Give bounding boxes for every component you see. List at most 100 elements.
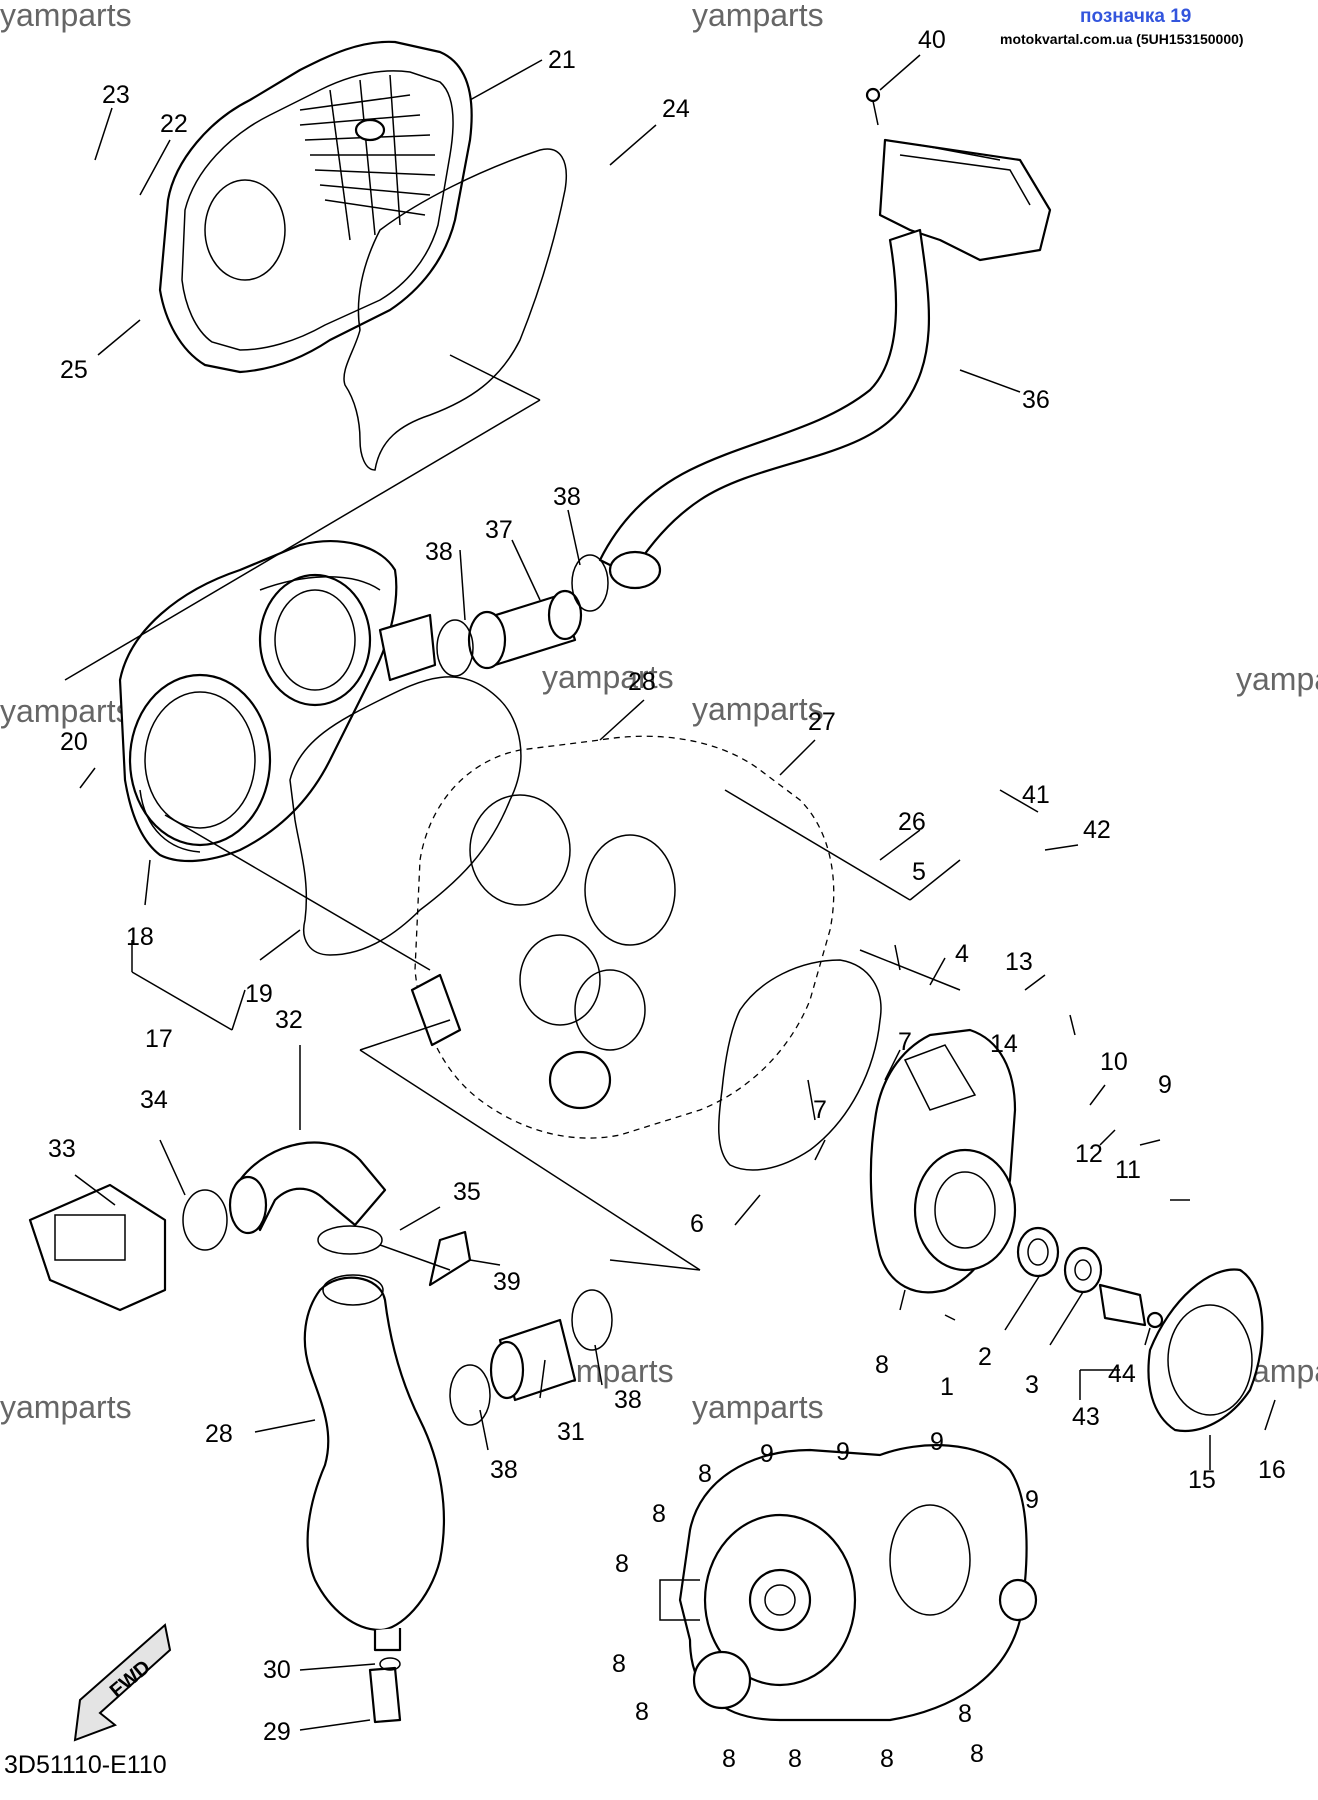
callout-11: 11 [1115, 1156, 1141, 1184]
watermark: yamparts [0, 0, 132, 33]
callout-23: 23 [102, 81, 130, 109]
callout-6: 6 [690, 1210, 704, 1238]
callout-17: 17 [145, 1025, 173, 1053]
callout-8: 8 [875, 1351, 889, 1379]
callout-5: 5 [912, 858, 926, 886]
fwd-arrow: FWD [73, 1623, 172, 1742]
duct-28 [303, 1276, 445, 1632]
clamp [571, 1289, 613, 1351]
callout-8: 8 [958, 1700, 972, 1728]
callout-8: 8 [615, 1550, 629, 1578]
callout-36: 36 [1022, 386, 1050, 414]
callout-2: 2 [978, 1343, 992, 1371]
clamp [182, 1189, 228, 1251]
hose-32 [238, 1141, 387, 1232]
watermark: yamparts [0, 1389, 132, 1425]
callout-9: 9 [1025, 1486, 1039, 1514]
callout-21: 21 [548, 46, 576, 74]
watermark: yamparts [0, 693, 132, 729]
callout-7: 7 [813, 1096, 827, 1124]
oil-seal [1016, 1226, 1060, 1278]
callout-numbers: 21 24 23 22 25 40 36 38 38 37 28 27 26 4… [48, 26, 1286, 1773]
callout-8: 8 [970, 1740, 984, 1768]
callout-13: 13 [1005, 948, 1033, 976]
callout-32: 32 [275, 1006, 303, 1034]
callout-42: 42 [1083, 816, 1111, 844]
leader-lines [74, 54, 1276, 1731]
callout-8: 8 [722, 1745, 736, 1773]
callout-38: 38 [553, 483, 581, 511]
bolt-40 [865, 87, 881, 103]
clamp [317, 1225, 383, 1255]
callout-16: 16 [1258, 1456, 1286, 1484]
diagram-code: 3D51110-E110 [4, 1751, 167, 1779]
callout-8: 8 [652, 1500, 666, 1528]
watermark: yamparts [692, 0, 824, 33]
o-ring [1146, 1311, 1164, 1329]
crankcase-side-view [659, 1444, 1038, 1722]
callout-10: 10 [1100, 1048, 1128, 1076]
callout-20: 20 [60, 728, 88, 756]
callout-28: 28 [205, 1420, 233, 1448]
header-subtitle: motokvartal.com.ua (5UH153150000) [1000, 31, 1244, 47]
callout-38: 38 [490, 1456, 518, 1484]
crankcase [410, 735, 835, 1139]
air-intake-33 [28, 1183, 167, 1312]
callout-33: 33 [48, 1135, 76, 1163]
callout-9: 9 [1158, 1071, 1172, 1099]
crankcase-cover [869, 1028, 1017, 1294]
callout-8: 8 [698, 1460, 712, 1488]
callout-15: 15 [1188, 1466, 1216, 1494]
watermark: yamparts [692, 691, 824, 727]
crankcase-cover-gasket [718, 959, 882, 1171]
header-title: позначка 19 [1080, 6, 1191, 27]
collar [1098, 1283, 1147, 1327]
watermark: yamparts [542, 659, 674, 695]
clip-39 [428, 1230, 472, 1287]
callout-38: 38 [614, 1386, 642, 1414]
callout-28: 28 [628, 668, 656, 696]
callout-34: 34 [140, 1086, 168, 1114]
bearing [1063, 1246, 1103, 1294]
inner-cvt-cover [118, 540, 437, 863]
watermark: yamparts [1236, 661, 1318, 697]
callout-7: 7 [898, 1028, 912, 1056]
callout-41: 41 [1022, 781, 1050, 809]
callout-8: 8 [880, 1745, 894, 1773]
callout-14: 14 [990, 1030, 1018, 1058]
callout-8: 8 [635, 1698, 649, 1726]
callout-26: 26 [898, 808, 926, 836]
callout-8: 8 [788, 1745, 802, 1773]
callout-27: 27 [808, 708, 836, 736]
inner-cover-gasket [289, 676, 522, 956]
callout-12: 12 [1075, 1140, 1103, 1168]
callout-29: 29 [263, 1718, 291, 1746]
callout-1: 1 [940, 1373, 954, 1401]
assembly-lines [64, 354, 961, 1271]
callout-40: 40 [918, 26, 946, 54]
air-duct-36 [598, 138, 1052, 590]
callout-38: 38 [425, 538, 453, 566]
cover-15 [1147, 1268, 1264, 1433]
watermark: yamparts [692, 1389, 824, 1425]
outer-cvt-cover [158, 40, 473, 374]
callout-9: 9 [760, 1440, 774, 1468]
callout-44: 44 [1108, 1360, 1136, 1388]
drain-plug-29 [368, 1666, 402, 1724]
cover-gasket [343, 148, 567, 471]
callout-24: 24 [662, 95, 690, 123]
callout-9: 9 [930, 1428, 944, 1456]
callout-8: 8 [612, 1650, 626, 1678]
callout-30: 30 [263, 1656, 291, 1684]
callout-43: 43 [1072, 1403, 1100, 1431]
clamp [449, 1364, 491, 1426]
callout-4: 4 [955, 940, 969, 968]
callout-25: 25 [60, 356, 88, 384]
callout-37: 37 [485, 516, 513, 544]
clamp [436, 619, 474, 677]
callout-31: 31 [557, 1418, 585, 1446]
callout-9: 9 [836, 1438, 850, 1466]
callout-22: 22 [160, 110, 188, 138]
callout-18: 18 [126, 923, 154, 951]
